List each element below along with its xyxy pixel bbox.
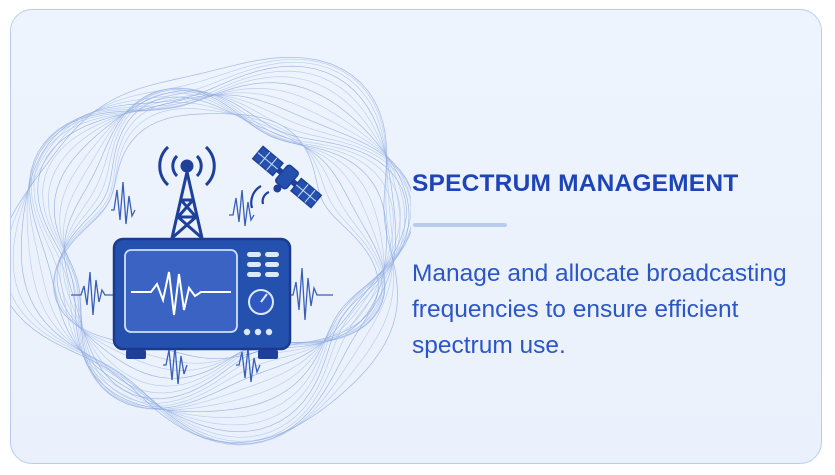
text-column: SPECTRUM MANAGEMENT Manage and allocate … <box>412 10 812 463</box>
wave-ring <box>59 88 401 407</box>
satellite-icon <box>251 145 323 209</box>
spectrum-illustration <box>11 10 416 463</box>
wave-ring <box>33 92 415 418</box>
wave-ring <box>11 58 395 445</box>
wave-ring <box>53 90 407 409</box>
wave-ring <box>63 87 394 404</box>
wave-ring <box>12 61 394 446</box>
wave-ring <box>20 65 397 445</box>
wave-ring <box>29 82 410 433</box>
wave-ring <box>30 88 413 426</box>
card-description: Manage and allocate broadcasting frequen… <box>412 260 787 359</box>
wave-ring <box>42 94 415 411</box>
wave-ring <box>37 94 416 413</box>
wave-ring <box>48 92 412 410</box>
illustration-svg <box>11 56 416 446</box>
radio-tower-icon <box>158 145 216 240</box>
card-title: SPECTRUM MANAGEMENT <box>412 170 739 197</box>
satellite-signal-icon <box>250 185 270 209</box>
spectrum-analyzer-icon <box>112 237 292 359</box>
wave-ring <box>28 76 406 438</box>
feature-card: SPECTRUM MANAGEMENT Manage and allocate … <box>10 9 822 464</box>
waveform-icon <box>71 181 333 385</box>
wave-ring <box>26 70 401 442</box>
title-divider <box>413 223 507 227</box>
wave-ring <box>11 56 398 443</box>
